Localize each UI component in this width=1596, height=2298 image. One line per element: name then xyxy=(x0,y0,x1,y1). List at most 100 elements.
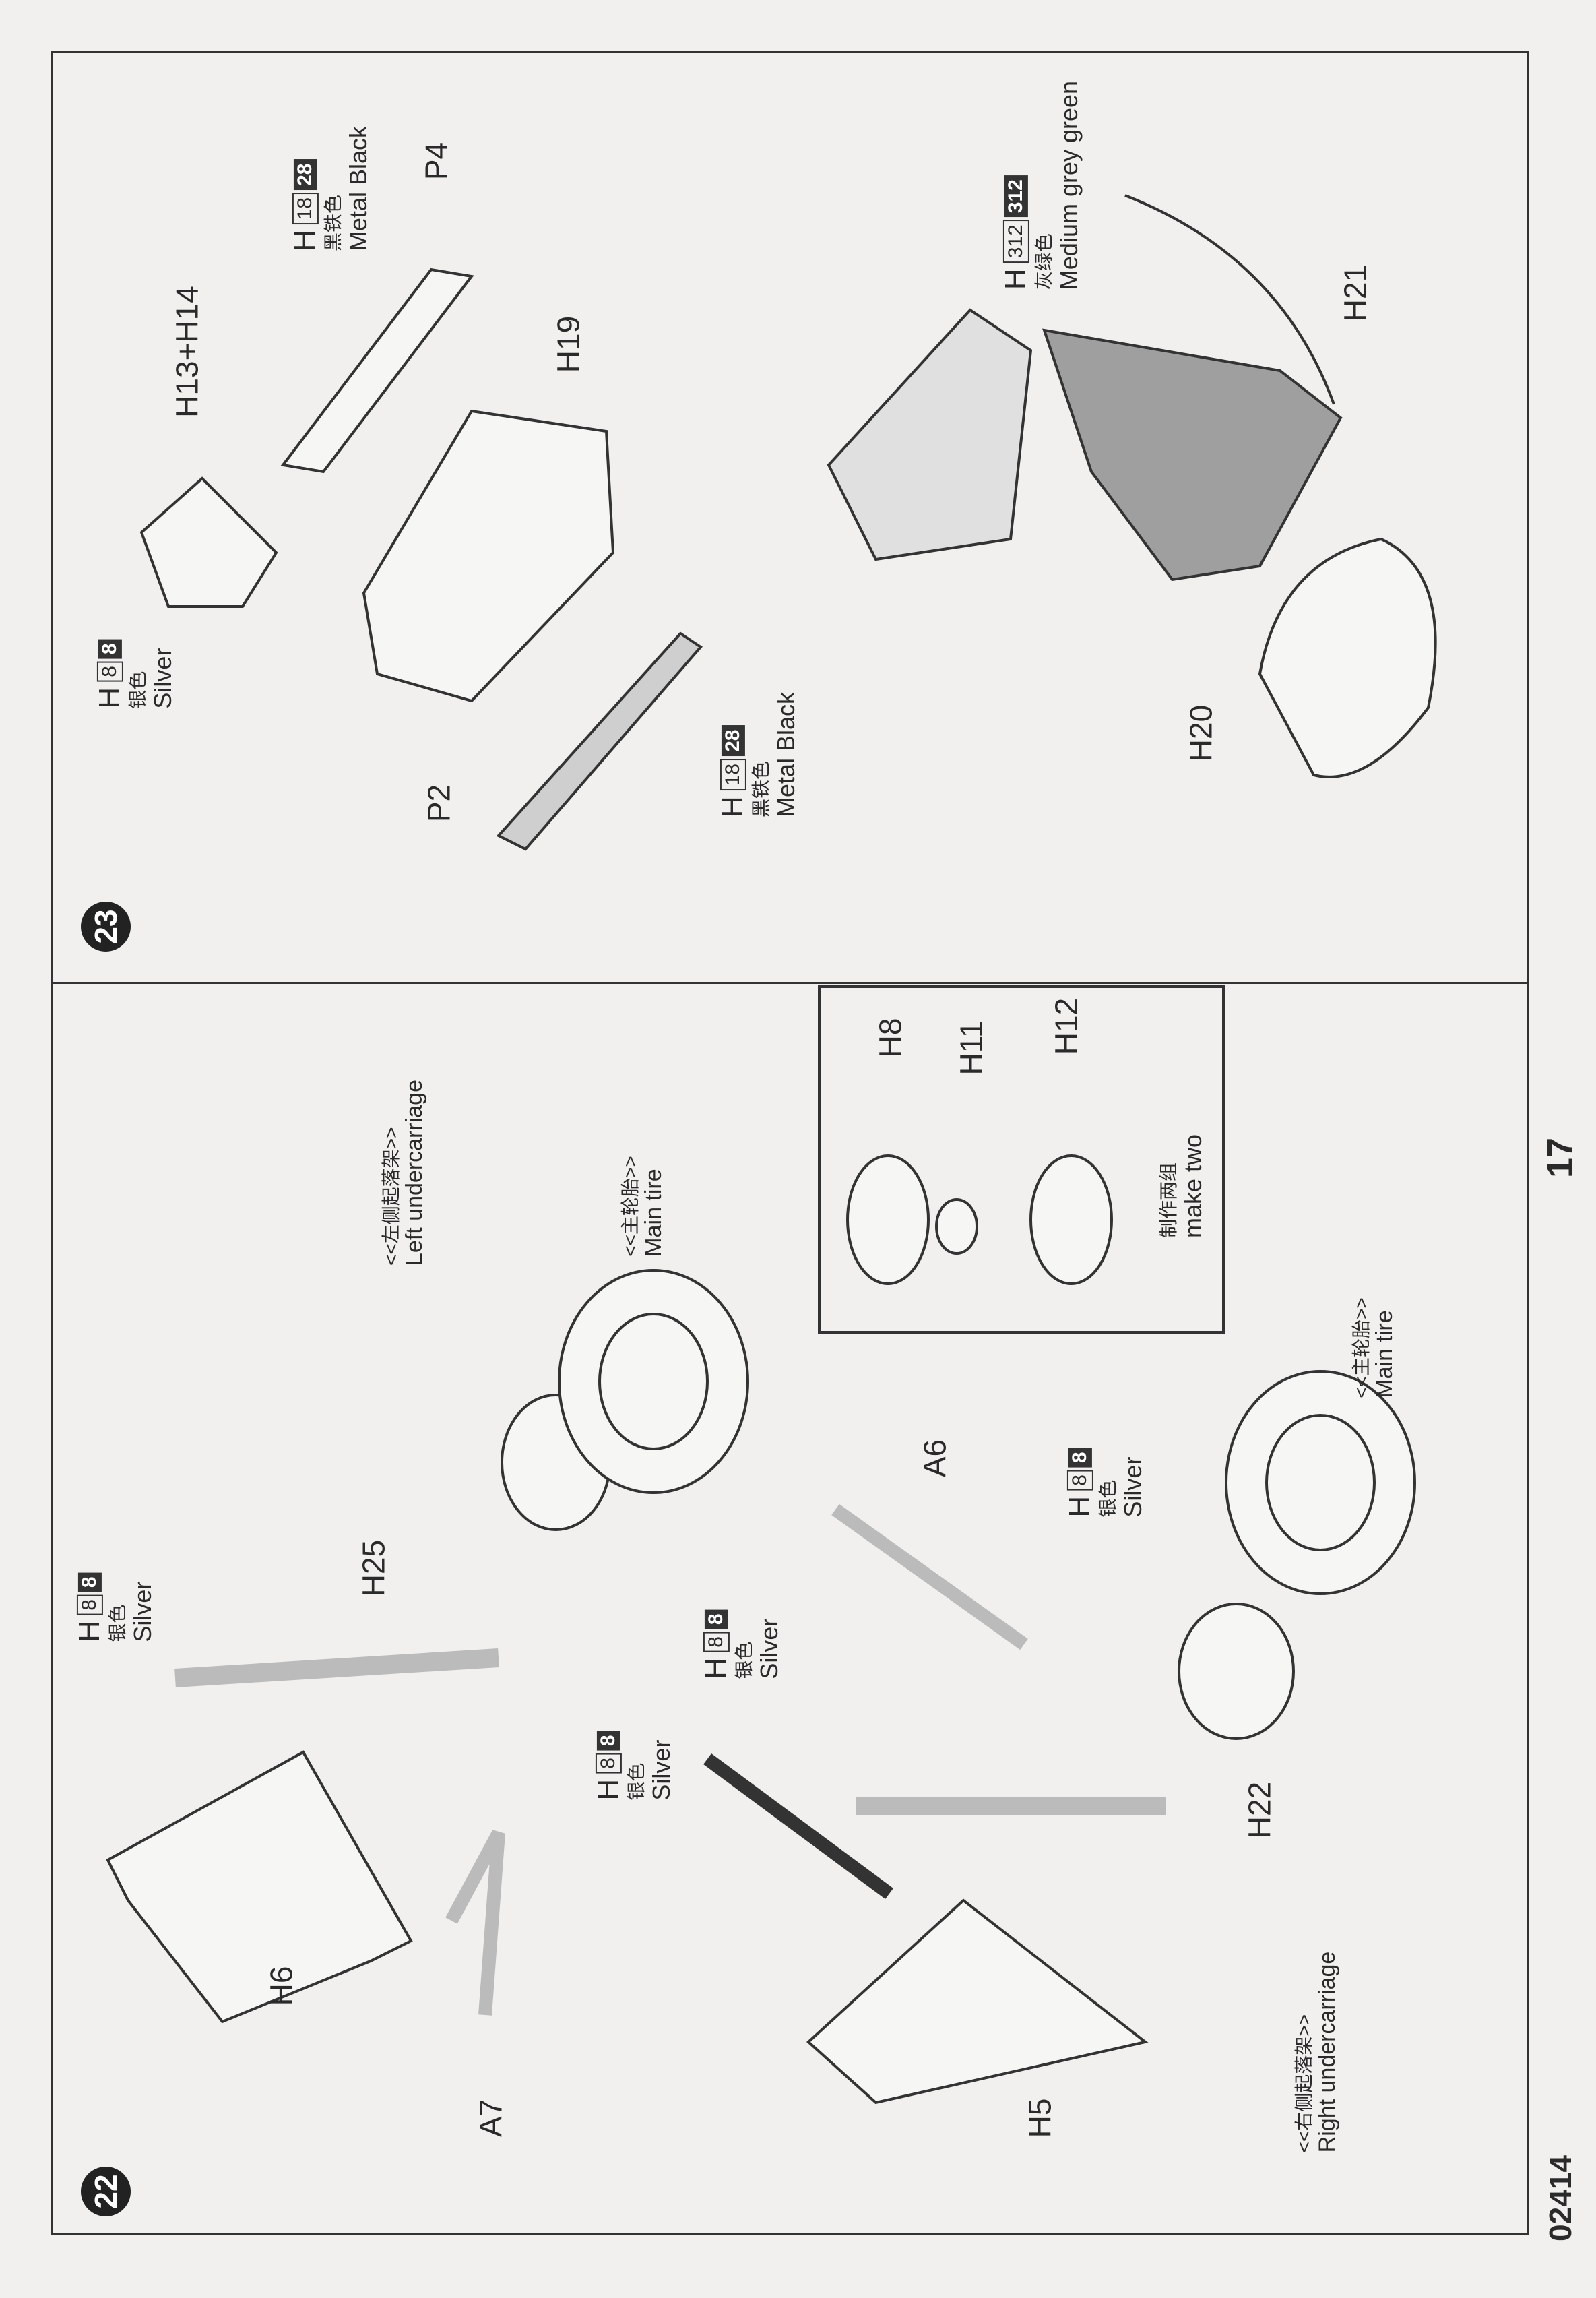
paint-name-en: Metal Black xyxy=(344,125,372,252)
note-en: make two xyxy=(1178,1134,1207,1239)
title-zh: <<左侧起落架>> xyxy=(380,1127,402,1266)
page-frame xyxy=(51,51,1529,2235)
title-zh: <<主轮胎>> xyxy=(1350,1297,1372,1398)
paint-name-en: Silver xyxy=(1118,1456,1147,1518)
paint-code-alt: 8 xyxy=(704,1609,728,1629)
paint-name-en: Silver xyxy=(128,1581,156,1642)
step-22-number: 22 xyxy=(81,2167,131,2216)
part-h20 xyxy=(1258,537,1437,778)
paint-name-zh: 银色 xyxy=(1097,1479,1118,1518)
paint-name-en: Medium grey green xyxy=(1054,80,1083,290)
left-undercarriage-title: <<左侧起落架>> Left undercarriage xyxy=(381,1080,427,1266)
paint-name-zh: 银色 xyxy=(127,671,148,709)
kit-number: 02414 xyxy=(1543,2155,1578,2241)
label-h19: H19 xyxy=(550,315,586,373)
label-h22: H22 xyxy=(1242,1781,1277,1839)
step-23-number: 23 xyxy=(81,902,131,952)
paint-code: 8 xyxy=(76,1594,103,1615)
paint-code-alt: 8 xyxy=(596,1731,620,1751)
paint-callout-silver-3: H 8 8 银色 Silver xyxy=(699,1609,783,1679)
label-h13-h14: H13+H14 xyxy=(169,286,205,418)
title-zh: <<右侧起落架>> xyxy=(1293,2014,1314,2153)
paint-name-zh: 银色 xyxy=(106,1604,128,1642)
label-a6: A6 xyxy=(917,1439,953,1478)
paint-name-zh: 灰绿色 xyxy=(1033,233,1054,290)
part-a6 xyxy=(831,1503,1028,1650)
paint-code-alt: 28 xyxy=(293,159,317,190)
title-en: Left undercarriage xyxy=(401,1080,427,1266)
part-radiator xyxy=(827,308,1033,561)
part-h13-h14 xyxy=(139,476,278,608)
paint-code-alt: 8 xyxy=(77,1572,102,1592)
paint-code-alt: 8 xyxy=(98,639,122,659)
paint-letter: H xyxy=(699,1657,732,1679)
label-h25: H25 xyxy=(356,1539,391,1597)
paint-letter: H xyxy=(92,687,126,709)
inset-wheel-parts xyxy=(846,1154,1113,1285)
part-a7 xyxy=(445,1830,505,2016)
paint-letter: H xyxy=(72,1620,106,1642)
title-en: Main tire xyxy=(1371,1310,1397,1398)
page-number: 17 xyxy=(1540,1137,1581,1179)
paint-name-en: Silver xyxy=(148,648,177,709)
paint-code-alt: 28 xyxy=(721,725,745,756)
paint-letter: H xyxy=(715,796,749,818)
title-en: Right undercarriage xyxy=(1314,1951,1340,2153)
part-h21-panel xyxy=(1042,194,1343,582)
main-tire-label-bottom: <<主轮胎>> Main tire xyxy=(1351,1297,1397,1398)
label-h20: H20 xyxy=(1183,704,1219,762)
paint-code: 18 xyxy=(720,758,746,791)
paint-letter: H xyxy=(1062,1495,1096,1518)
part-h19 xyxy=(362,409,615,703)
label-h6: H6 xyxy=(263,1966,299,2006)
paint-letter: H xyxy=(591,1778,625,1801)
main-tire-label-top: <<主轮胎>> Main tire xyxy=(620,1156,666,1256)
label-a7: A7 xyxy=(473,2099,509,2138)
wheel-top xyxy=(501,1269,749,1531)
title-zh: <<主轮胎>> xyxy=(619,1156,641,1257)
paint-code: 8 xyxy=(96,661,123,682)
wheel-assembly-inset xyxy=(818,985,1225,1334)
step-divider xyxy=(51,982,1529,984)
title-en: Main tire xyxy=(640,1169,666,1257)
wheel-bottom xyxy=(1178,1370,1416,1740)
right-undercarriage-title: <<右侧起落架>> Right undercarriage xyxy=(1294,1952,1340,2153)
part-p2 xyxy=(496,631,703,851)
note-zh: 制作两组 xyxy=(1157,1162,1179,1239)
paint-name-zh: 银色 xyxy=(733,1641,755,1679)
label-h5: H5 xyxy=(1022,2098,1058,2138)
paint-name-en: Silver xyxy=(647,1739,675,1801)
part-h5 xyxy=(703,1753,1149,2105)
part-h6 xyxy=(106,1750,413,2024)
make-two-note: 制作两组 make two xyxy=(1157,1134,1207,1239)
label-h12: H12 xyxy=(1048,997,1084,1055)
paint-code-alt: 8 xyxy=(1068,1448,1092,1468)
paint-code: 312 xyxy=(1002,220,1029,263)
paint-name-zh: 银色 xyxy=(625,1762,647,1801)
label-h21: H21 xyxy=(1337,264,1373,322)
paint-name-en: Metal Black xyxy=(771,691,800,818)
paint-code-alt: 312 xyxy=(1004,175,1028,218)
paint-name-en: Silver xyxy=(755,1618,783,1679)
label-h11: H11 xyxy=(953,1020,989,1076)
paint-letter: H xyxy=(998,268,1032,290)
paint-name-zh: 黑铁色 xyxy=(322,195,344,252)
label-p4: P4 xyxy=(418,142,454,181)
paint-code: 8 xyxy=(1066,1470,1093,1491)
paint-code: 18 xyxy=(292,192,319,225)
paint-letter: H xyxy=(288,230,321,252)
part-p4 xyxy=(280,268,474,474)
paint-code: 8 xyxy=(595,1753,622,1774)
label-h8: H8 xyxy=(872,1018,908,1058)
part-h25-strut xyxy=(174,1648,499,1687)
label-p2: P2 xyxy=(421,784,457,823)
paint-code: 8 xyxy=(703,1632,730,1652)
